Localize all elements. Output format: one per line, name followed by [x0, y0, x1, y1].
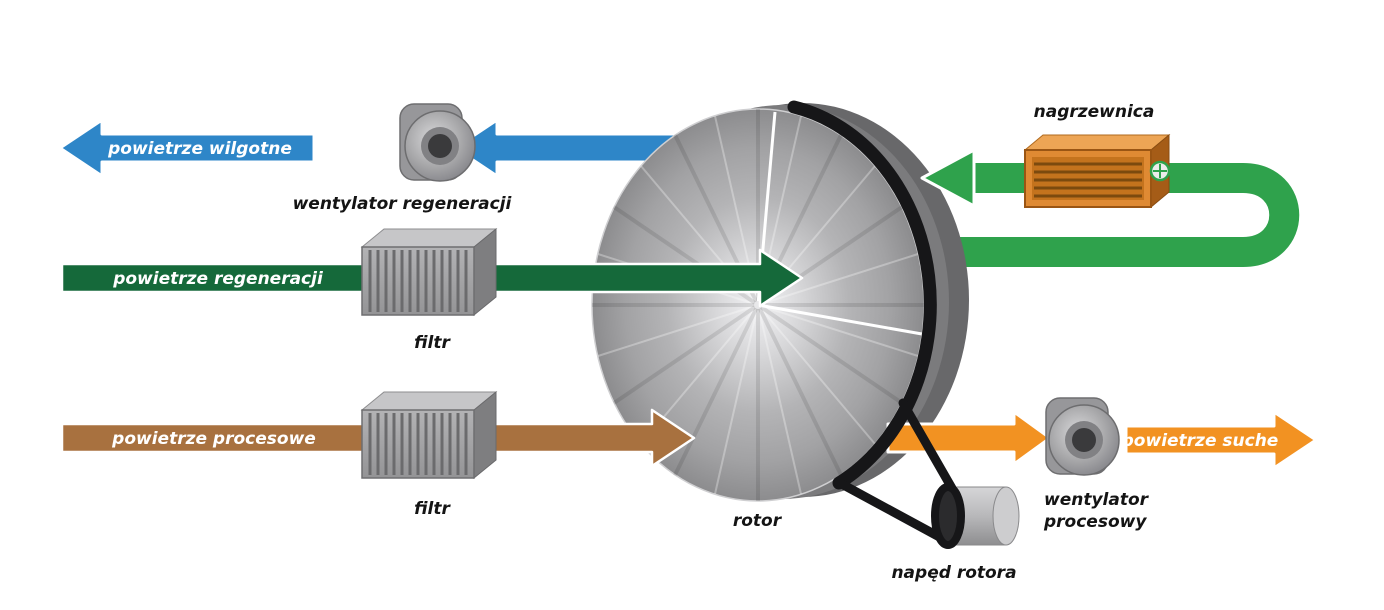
- rotor-belt: [787, 100, 962, 545]
- heater-fan-icon: [1149, 160, 1171, 182]
- filter-regeneration-slats: [368, 250, 468, 312]
- dry-air-arrow-out: [1124, 410, 1318, 470]
- heater-fins: [1034, 162, 1142, 198]
- process-fan-label-line1: wentylator: [1044, 490, 1150, 510]
- filter-regeneration-label: filtr: [414, 333, 451, 353]
- regeneration-loop-band: [960, 163, 1300, 267]
- humid-air-arrow-left: [58, 118, 316, 178]
- process-air-label: powietrze procesowe: [111, 429, 316, 449]
- regeneration-air-label: powietrze regeneracji: [112, 269, 324, 289]
- rotor-shine-dark: [592, 109, 924, 501]
- rotor-belt-arc: [787, 100, 937, 490]
- regeneration-loop: [960, 158, 1305, 272]
- process-fan-label-line2: procesowy: [1043, 512, 1147, 532]
- filter-process-slats: [368, 413, 468, 475]
- rotor-drive-icon: [931, 483, 1020, 549]
- rotor-drive-label: napęd rotora: [891, 563, 1016, 583]
- rotor-belt-run-upper: [898, 398, 962, 502]
- regeneration-fan-icon: [399, 103, 476, 182]
- regeneration-fan-hub: [428, 134, 452, 158]
- rotor-label: rotor: [733, 511, 783, 531]
- rotor-drive-belt-wrap: [931, 483, 965, 549]
- regeneration-loop-arrowhead: [920, 148, 976, 208]
- rotor-drive-end: [992, 486, 1020, 546]
- rotor-disc: [591, 103, 969, 502]
- rotor-drive-pulley: [935, 487, 961, 545]
- filter-process-icon: [360, 390, 498, 480]
- heater-label: nagrzewnica: [1034, 102, 1155, 122]
- heater-icon: [1023, 133, 1171, 209]
- humid-air-label: powietrze wilgotne: [107, 139, 292, 159]
- process-fan-icon: [1045, 397, 1120, 476]
- rotor-belt-run-lower: [833, 477, 950, 545]
- filter-process-label: filtr: [414, 499, 451, 519]
- process-fan-hub: [1072, 428, 1096, 452]
- rotor-sector-line-right: [757, 303, 923, 336]
- dry-air-label: powietrze suche: [1121, 431, 1279, 451]
- filter-process-top: [360, 391, 498, 411]
- heater-top: [1023, 134, 1171, 151]
- filter-regeneration-top: [360, 228, 498, 248]
- regeneration-fan-label: wentylator regeneracji: [293, 194, 513, 214]
- filter-regeneration-icon: [360, 227, 498, 317]
